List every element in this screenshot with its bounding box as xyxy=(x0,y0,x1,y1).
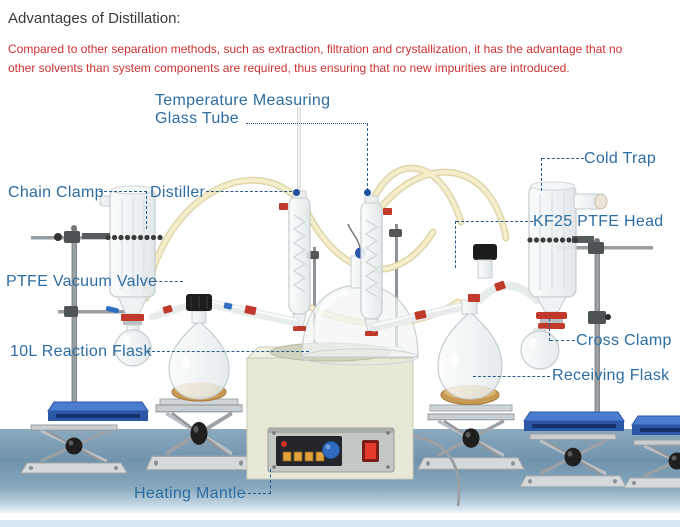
leader-temperature-tube-v xyxy=(367,123,368,191)
left-cold-trap xyxy=(82,185,163,367)
bottom-bar xyxy=(0,520,680,527)
leader-chain-clamp-h xyxy=(99,191,147,192)
leader-distiller xyxy=(206,191,292,192)
blue-valve-knob xyxy=(223,302,233,310)
reaction-flask-dome xyxy=(301,223,419,366)
page-title: Advantages of Distillation: xyxy=(8,10,181,27)
description: Compared to other separation methods, su… xyxy=(8,40,622,78)
leader-heating-mantle-v xyxy=(270,469,271,494)
description-line1: Compared to other separation methods, su… xyxy=(8,42,623,56)
panel-button xyxy=(315,451,325,462)
leader-heating-mantle-h xyxy=(243,493,271,494)
indicator-light xyxy=(281,441,287,447)
label-cross-clamp: Cross Clamp xyxy=(576,332,672,349)
glass-adapters xyxy=(148,244,541,332)
distiller-left-condenser xyxy=(279,107,311,331)
chain-clamp-left xyxy=(82,233,163,241)
label-temperature-glass-tube: Temperature Measuring Glass Tube xyxy=(155,92,330,128)
leader-ptfe-valve xyxy=(149,281,183,282)
leader-temperature-tube-h xyxy=(246,123,368,124)
leader-kf25-v xyxy=(455,221,456,268)
label-temperature-line2: Glass Tube xyxy=(155,110,239,127)
label-receiving-flask: Receiving Flask xyxy=(552,367,670,384)
label-heating-mantle: Heating Mantle xyxy=(134,485,246,502)
right-cold-trap xyxy=(520,181,608,370)
leader-cross-clamp-h xyxy=(550,340,575,341)
kf25-clamp xyxy=(536,312,567,319)
kf25-ptfe-head-cap xyxy=(473,244,497,260)
chain-clamp-right xyxy=(527,236,594,243)
leader-cross-clamp-v xyxy=(549,318,550,341)
leader-cold-trap-v xyxy=(541,158,542,191)
leader-cold-trap-h xyxy=(542,158,584,159)
leader-kf25-h xyxy=(456,221,533,222)
leader-reaction-flask xyxy=(147,351,309,352)
left-flask xyxy=(168,294,230,402)
label-reaction-flask: 10L Reaction Flask xyxy=(10,343,152,360)
label-distiller: Distiller xyxy=(150,184,206,201)
ptfe-vacuum-valve-part xyxy=(121,314,144,321)
control-knob xyxy=(322,441,340,459)
label-cold-trap: Cold Trap xyxy=(584,150,657,167)
label-temperature-line1: Temperature Measuring xyxy=(155,92,331,109)
panel-button xyxy=(293,451,303,462)
receiving-flask-right xyxy=(437,294,503,405)
label-chain-clamp: Chain Clamp xyxy=(8,184,104,201)
control-panel xyxy=(267,427,395,473)
right-condenser xyxy=(360,195,392,336)
leader-receiving-flask xyxy=(473,376,550,377)
red-screw-cap xyxy=(244,305,257,315)
leader-dot-right-condenser xyxy=(364,189,371,196)
scissor-jack-mid-right xyxy=(416,404,526,471)
red-screw-cap xyxy=(414,310,427,320)
leader-dot-left-condenser xyxy=(293,189,300,196)
description-line2: other solvents than system components ar… xyxy=(8,61,570,75)
panel-button xyxy=(282,451,292,462)
panel-button xyxy=(304,451,314,462)
leader-chain-clamp-v xyxy=(146,191,147,229)
label-ptfe-vacuum-valve: PTFE Vacuum Valve xyxy=(6,273,158,290)
right-lab-stand xyxy=(518,238,653,489)
label-kf25-ptfe-head: KF25 PTFE Head xyxy=(533,213,664,230)
